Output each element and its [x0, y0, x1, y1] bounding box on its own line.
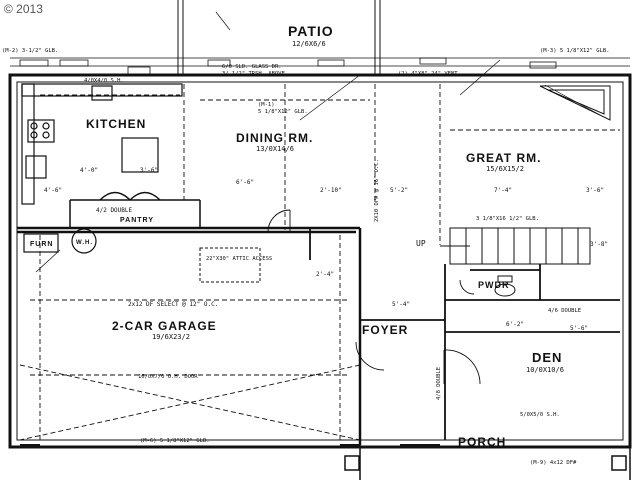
- room-size-dining: 13/0X14/6: [256, 145, 294, 153]
- room-label-den: DEN: [532, 350, 562, 365]
- room-label-pantry: PANTRY: [120, 217, 154, 224]
- top-dimension-line: [10, 57, 630, 75]
- dim-7: 7'-4": [494, 187, 512, 194]
- dim-10: 5'-4": [392, 301, 410, 308]
- note-patio-header: 6/0 SLD. GLASS DR.: [222, 64, 282, 70]
- dim-1: 4'-0": [80, 167, 98, 174]
- room-size-den: 10/0X10/6: [526, 366, 564, 374]
- note-patio-header-2: 3/ 1/2" TRSH. ABOVE: [222, 71, 285, 77]
- room-label-great: GREAT RM.: [466, 151, 541, 165]
- room-label-kitchen: KITCHEN: [86, 117, 146, 131]
- dim-9: 2'-4": [316, 271, 334, 278]
- exterior-walls: [8, 73, 632, 449]
- note-dining-glb: 5 1/8"X12" GLB.: [258, 109, 308, 115]
- dim-8: 3'-6": [586, 187, 604, 194]
- room-label-patio: PATIO: [288, 23, 334, 39]
- note-kitchen-sh: 4/0X4/0 S.H.: [84, 78, 124, 84]
- attic-hatch: [199, 247, 261, 283]
- interior-walls: [300, 227, 620, 440]
- room-size-garage: 19/6X23/2: [152, 333, 190, 341]
- dim-13: 3'-8": [590, 241, 608, 248]
- note-foyer-double: 4/8 DOUBLE: [436, 367, 442, 400]
- dim-6: 5'-2": [390, 187, 408, 194]
- room-label-porch: PORCH: [458, 435, 506, 449]
- room-size-patio: 12/6X6/6: [292, 40, 326, 48]
- room-label-dining: DINING RM.: [236, 131, 313, 145]
- note-attic: 22"X30" ATTIC ACCESS: [206, 256, 272, 262]
- note-garage-joist: 2x12 DF SELECT @ 12" O.C.: [128, 301, 218, 308]
- dim-3: 6'-6": [236, 179, 254, 186]
- note-dining-m1: (M-1): [258, 102, 275, 108]
- porch-outline: [344, 445, 631, 480]
- note-garage-door: 16/0X7/0 O.H. DOOR: [138, 374, 198, 380]
- patio-outline: [177, 0, 381, 75]
- door-swings: [267, 209, 481, 385]
- note-top-right-glb: (M-3) 5 1/8"X12" GLB.: [540, 48, 610, 54]
- dim-4: 4'-6": [44, 187, 62, 194]
- fireplace: [539, 85, 611, 121]
- note-den-double: 4/6 DOUBLE: [548, 308, 581, 314]
- furnace-box: [23, 228, 97, 254]
- window-marks: [9, 74, 631, 446]
- note-great-glb: 3 1/8"X16 1/2" GLB.: [476, 216, 539, 222]
- copyright-mark: © 2013: [4, 2, 43, 16]
- dim-2: 3'-6": [140, 167, 158, 174]
- room-size-great: 15/6X15/2: [486, 165, 524, 173]
- room-label-furn: FURN: [30, 241, 53, 248]
- note-up: UP: [416, 239, 426, 248]
- room-label-garage: 2-CAR GARAGE: [112, 319, 217, 333]
- pantry-walls: [69, 191, 201, 228]
- dim-11: 6'-2": [506, 321, 524, 328]
- room-label-foyer: FOYER: [362, 323, 408, 337]
- kitchen-counter: [21, 83, 183, 205]
- note-double-top: 4/2 DOUBLE: [96, 207, 133, 214]
- room-label-pwdr: PWDR: [478, 280, 510, 290]
- note-vent: (2) 4"X8" 24" VENT: [398, 71, 458, 77]
- note-joist: 2X10 DF# @ 16" O.C.: [374, 159, 380, 222]
- stairs: [440, 227, 591, 265]
- dashed-beams: [19, 84, 620, 441]
- note-garage-bottom-glb: (M-6) 5 1/8"X12" GLB.: [140, 438, 210, 444]
- note-top-left-glb: (M-2) 3-1/2" GLB.: [2, 48, 58, 54]
- dim-12: 5'-6": [570, 325, 588, 332]
- dim-5: 2'-10": [320, 187, 342, 194]
- note-porch-header: (M-9) 4x12 DF#: [530, 460, 577, 466]
- note-den-header: 5/0X5/0 S.H.: [520, 412, 560, 418]
- toilet: [494, 275, 516, 297]
- exterior-walls-inner: [16, 81, 624, 441]
- room-label-wh: W.H.: [76, 240, 93, 246]
